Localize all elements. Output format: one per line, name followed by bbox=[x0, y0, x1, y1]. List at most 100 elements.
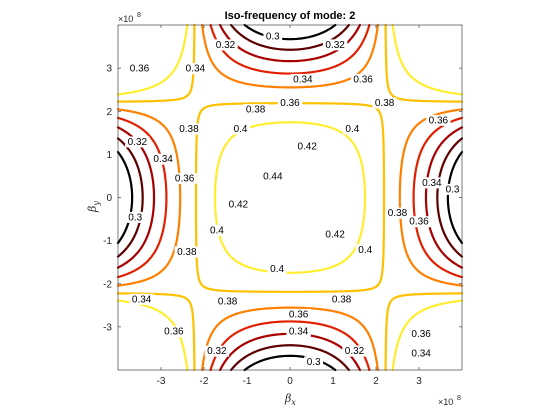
contour-label: 0.36 bbox=[409, 217, 429, 228]
x-tick-label: 2 bbox=[373, 376, 379, 387]
contour-label: 0.4 bbox=[358, 245, 372, 256]
contour-label: 0.3 bbox=[307, 357, 321, 368]
contour-label: 0.32 bbox=[128, 137, 148, 148]
contour-label: 0.3 bbox=[128, 212, 142, 223]
contour-label-background bbox=[260, 170, 285, 182]
contour-label: 0.4 bbox=[234, 124, 248, 135]
y-tick-label: 3 bbox=[106, 64, 112, 75]
contour-label-background bbox=[267, 263, 287, 275]
x-axis-label-main: β bbox=[284, 392, 291, 405]
x-tick-label: 0 bbox=[287, 376, 293, 387]
contour-label-background bbox=[385, 207, 410, 219]
contour-label: 0.36 bbox=[289, 309, 309, 320]
contour-level-0.38 bbox=[116, 23, 464, 372]
contour-label: 0.36 bbox=[429, 115, 449, 126]
contour-label: 0.3 bbox=[446, 184, 460, 195]
contour-label-background bbox=[322, 229, 348, 241]
contour-label-background bbox=[277, 97, 303, 109]
contour-label: 0.32 bbox=[345, 346, 365, 357]
contour-label-background bbox=[226, 198, 251, 210]
y-scale-label: ×10 8 bbox=[118, 12, 141, 24]
contour-label-background bbox=[419, 177, 445, 189]
contour-label: 0.38 bbox=[218, 297, 238, 308]
contour-label: 0.36 bbox=[175, 174, 195, 185]
y-axis-label-main: β bbox=[86, 206, 99, 213]
y-tick-label: -3 bbox=[103, 322, 112, 333]
contour-label: 0.42 bbox=[325, 230, 345, 241]
contour-label: 0.36 bbox=[164, 327, 184, 338]
contour-label: 0.38 bbox=[246, 105, 266, 116]
contour-label-background bbox=[176, 123, 202, 135]
contour-label: 0.34 bbox=[186, 64, 206, 75]
contour-label-background bbox=[426, 114, 451, 126]
contour-label-background bbox=[263, 30, 283, 42]
contour-label: 0.34 bbox=[132, 294, 152, 305]
contour-label: 0.32 bbox=[325, 40, 345, 51]
y-scale-exponent: 8 bbox=[137, 12, 141, 19]
contour-label: 0.34 bbox=[293, 74, 313, 85]
x-tick-label: 3 bbox=[416, 376, 422, 387]
contour-label: 0.38 bbox=[177, 247, 197, 258]
contour-label: 0.32 bbox=[207, 346, 227, 357]
contour-label: 0.42 bbox=[297, 141, 317, 152]
contour-label-background bbox=[161, 326, 187, 338]
y-scale-base: ×10 bbox=[118, 14, 133, 24]
contour-label-background bbox=[215, 296, 240, 307]
contour-label-background bbox=[286, 326, 311, 338]
chart-title: Iso-frequency of mode: 2 bbox=[225, 10, 356, 22]
contour-label-background bbox=[443, 183, 462, 195]
contour-label-background bbox=[243, 104, 268, 116]
contour-label-background bbox=[408, 347, 434, 359]
contour-label-background bbox=[125, 211, 145, 223]
contour-label-background bbox=[372, 97, 397, 109]
contour-label: 0.34 bbox=[422, 178, 442, 189]
contour-label: 0.38 bbox=[332, 294, 352, 305]
x-scale-label: ×10 8 bbox=[438, 395, 461, 407]
contour-label: 0.42 bbox=[229, 199, 249, 210]
contour-lines bbox=[116, 23, 464, 372]
y-tick-label: -1 bbox=[103, 236, 112, 247]
contour-label-background bbox=[174, 246, 199, 258]
contour-label-background bbox=[329, 293, 354, 305]
contour-label: 0.36 bbox=[353, 74, 373, 85]
contour-label-background bbox=[342, 345, 367, 357]
x-axis-label-sub: x bbox=[291, 398, 296, 407]
contour-label-background bbox=[150, 153, 176, 165]
contour-label-background bbox=[183, 63, 208, 75]
contour-label-background bbox=[172, 173, 197, 185]
contour-label-background bbox=[204, 345, 230, 357]
contour-label-background bbox=[408, 328, 434, 340]
y-axis-label-sub: y bbox=[92, 201, 101, 207]
contour-label-background bbox=[213, 39, 238, 51]
contour-label: 0.34 bbox=[289, 327, 309, 338]
contour-label: 0.36 bbox=[130, 64, 150, 75]
y-axis-label: βy bbox=[86, 201, 101, 213]
x-scale-base: ×10 bbox=[438, 397, 453, 407]
contour-label-background bbox=[295, 140, 320, 152]
contour-label: 0.38 bbox=[179, 124, 199, 135]
contour-label: 0.4 bbox=[210, 225, 224, 236]
x-scale-exponent: 8 bbox=[457, 395, 461, 402]
contour-label: 0.34 bbox=[153, 154, 173, 165]
contour-label-background bbox=[207, 224, 227, 236]
contour-label-background bbox=[342, 123, 362, 135]
x-axis-label: βx bbox=[284, 392, 296, 407]
contour-label: 0.38 bbox=[375, 98, 395, 109]
contour-label: 0.34 bbox=[411, 348, 431, 359]
contour-label: 0.36 bbox=[280, 98, 300, 109]
contour-label-background bbox=[127, 63, 152, 75]
contour-label-background bbox=[304, 356, 324, 368]
contour-label-background bbox=[355, 244, 375, 256]
contour-label: 0.44 bbox=[263, 171, 283, 182]
x-tick-label: 1 bbox=[330, 376, 336, 387]
contour-label-background bbox=[350, 73, 376, 85]
y-tick-label: -2 bbox=[103, 279, 112, 290]
contour-label-background bbox=[125, 136, 150, 148]
contour-label-background bbox=[231, 123, 250, 135]
y-tick-label: 0 bbox=[106, 193, 112, 204]
contour-label: 0.32 bbox=[216, 40, 236, 51]
contour-label-background bbox=[290, 73, 316, 85]
